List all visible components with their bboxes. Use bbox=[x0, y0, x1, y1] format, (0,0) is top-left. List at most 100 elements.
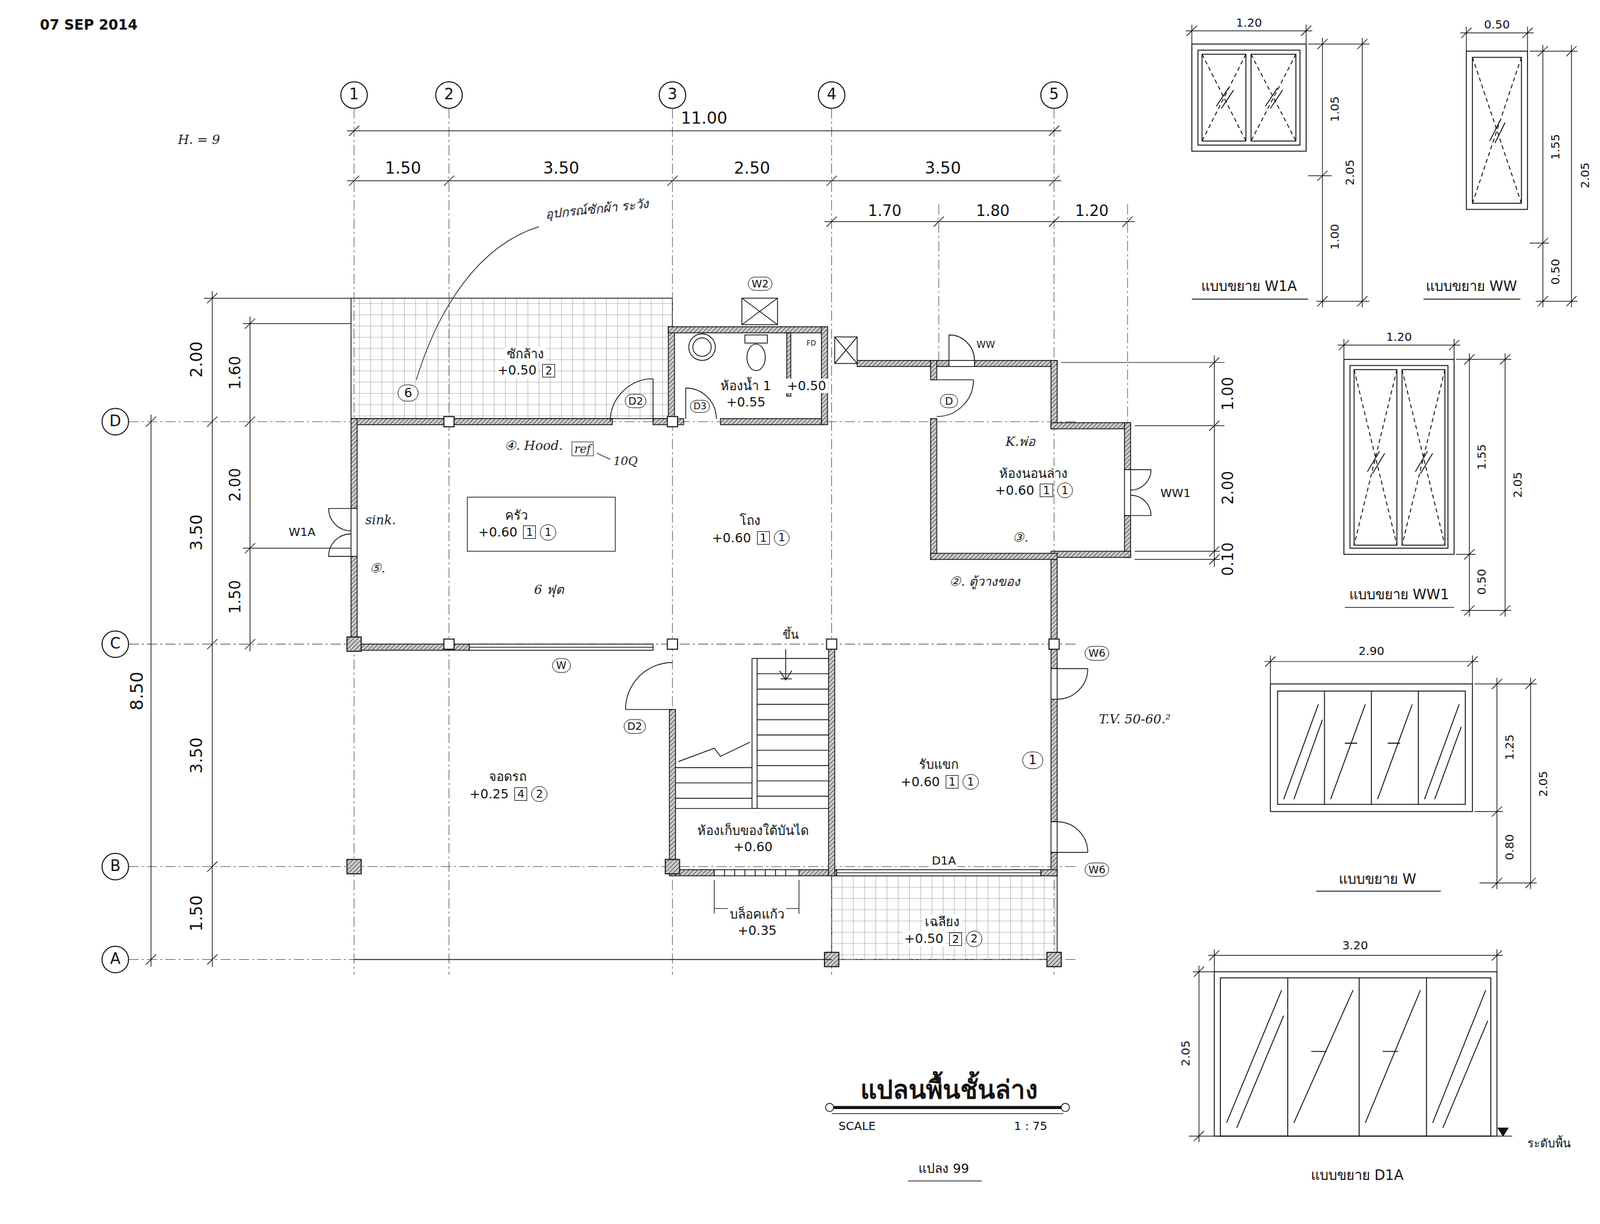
dimension-line bbox=[244, 318, 256, 650]
room-name: บล็อคแก้ว bbox=[728, 906, 787, 922]
dimension-text: 1.05 bbox=[1328, 95, 1342, 124]
window-detail: แบบขยาย WW bbox=[1466, 51, 1528, 209]
tiled-floor bbox=[351, 298, 673, 419]
room-area: ห้องนอนล่าง+0.6011 bbox=[974, 456, 1093, 507]
sketch-mark bbox=[416, 226, 799, 914]
window-elevation bbox=[1202, 53, 1297, 141]
door-swing bbox=[1130, 469, 1151, 516]
callout-tag: D3 bbox=[690, 399, 711, 413]
caption-underline bbox=[831, 1105, 1063, 1109]
finish-code: 1 bbox=[773, 530, 791, 547]
window-elevation bbox=[1216, 87, 1283, 108]
finish-code: 1 bbox=[1057, 482, 1074, 499]
room-area: เฉลียง+0.5022 bbox=[879, 906, 1005, 956]
dimension-line bbox=[1209, 355, 1220, 567]
window-elevation bbox=[1197, 49, 1300, 145]
wall bbox=[828, 643, 835, 876]
callout-tag: W2 bbox=[748, 276, 773, 291]
grid-bubble bbox=[818, 81, 846, 109]
window-elevation bbox=[1191, 44, 1528, 1137]
floor-level: +0.60 bbox=[993, 483, 1036, 498]
window-elevation bbox=[1466, 51, 1528, 209]
finish-code: 1 bbox=[757, 531, 770, 545]
dimension-line bbox=[145, 125, 1225, 967]
detail-dimension bbox=[1193, 965, 1215, 1142]
sanitary-fixture bbox=[692, 337, 712, 357]
dimension-text: W1A bbox=[287, 524, 317, 539]
dimension-text: 1.50 bbox=[383, 159, 423, 178]
column bbox=[347, 859, 362, 874]
tiled-floor bbox=[831, 875, 1057, 960]
window-elevation bbox=[1287, 977, 1427, 1136]
grid-label: B bbox=[109, 857, 122, 875]
stair bbox=[779, 649, 792, 680]
dimension-text: 0.50 bbox=[1475, 567, 1489, 597]
wall bbox=[821, 326, 828, 425]
tiled-floor bbox=[351, 298, 1058, 960]
wall bbox=[930, 553, 1058, 560]
room-name: เฉลียง bbox=[923, 914, 962, 929]
detail-caption: แบบขยาย D1A bbox=[1309, 1167, 1405, 1184]
window-detail: แบบขยาย D1A bbox=[1214, 971, 1498, 1136]
dimension-text: 0.50 bbox=[1548, 257, 1562, 286]
window-elevation bbox=[1270, 683, 1473, 812]
handwritten-note: ③. bbox=[1011, 530, 1030, 546]
dimension-text: 1.70 bbox=[866, 202, 903, 221]
room-level-row: +0.6011 bbox=[993, 482, 1073, 499]
detail-dimension bbox=[1537, 45, 1577, 308]
grid-bubble bbox=[102, 631, 129, 658]
finish-code: 2 bbox=[949, 932, 962, 946]
dimension-text: 2.05 bbox=[1577, 161, 1592, 190]
wall bbox=[668, 326, 675, 425]
room-level-row: +0.6011 bbox=[710, 530, 790, 547]
window-elevation bbox=[1472, 57, 1522, 204]
grid-bubble bbox=[102, 853, 129, 881]
callout-tag: 6 bbox=[397, 384, 419, 402]
finish-code: 4 bbox=[514, 787, 528, 801]
handwritten-note: ⑤. bbox=[368, 560, 387, 576]
detail-caption: แบบขยาย WW bbox=[1424, 278, 1519, 295]
caption-underline bbox=[825, 1103, 834, 1112]
dimension-text: 1.55 bbox=[1475, 442, 1489, 472]
dimension-text: 2.05 bbox=[1343, 158, 1357, 187]
column bbox=[347, 636, 362, 652]
handwritten-note: sink. bbox=[364, 513, 398, 528]
room-level-row: +0.60 bbox=[731, 839, 774, 854]
plan-title: แปลนพื้นชั้นล่าง bbox=[859, 1075, 1039, 1105]
room-area: ซักล้าง+0.502 bbox=[464, 341, 587, 383]
dimension-text: 3.50 bbox=[187, 513, 207, 552]
window-in-wall bbox=[351, 360, 1131, 877]
wall bbox=[856, 360, 934, 367]
room-area: โถง+0.6011 bbox=[704, 507, 796, 551]
dimension-text: 11.00 bbox=[679, 109, 729, 128]
detail-dimension bbox=[1529, 51, 1578, 302]
window-in-wall bbox=[836, 869, 1041, 877]
handwritten-note: 6 ฟุต bbox=[532, 582, 565, 597]
caption-underline bbox=[825, 298, 1521, 1181]
grid-label: D bbox=[108, 412, 123, 431]
dimension-text: WW1 bbox=[1159, 485, 1192, 500]
column bbox=[1049, 639, 1060, 650]
window-in-wall bbox=[469, 646, 654, 648]
callout-tag: W bbox=[552, 658, 571, 673]
room-level-row: +0.6011 bbox=[898, 773, 979, 791]
dimension-text: 3.20 bbox=[1341, 938, 1370, 952]
grid-label: C bbox=[109, 635, 122, 653]
dimension-text: 3.50 bbox=[542, 159, 581, 178]
room-name: รับแขก bbox=[917, 757, 961, 772]
door-swing bbox=[328, 334, 1152, 853]
room-name: ห้องเก็บของใต้บันได bbox=[695, 823, 811, 838]
callout-tag: D bbox=[939, 393, 959, 409]
detail-dimension bbox=[1188, 1135, 1513, 1137]
wall bbox=[675, 869, 715, 877]
handwritten-note: ref bbox=[571, 441, 594, 457]
column bbox=[444, 416, 455, 427]
wall bbox=[1040, 869, 1058, 877]
parking-edge bbox=[354, 959, 832, 960]
floor-level: +0.25 bbox=[467, 786, 511, 802]
wall bbox=[1050, 550, 1131, 558]
parking-edge bbox=[354, 959, 832, 960]
door-swing bbox=[949, 334, 975, 361]
window-in-wall bbox=[949, 360, 975, 367]
window-in-wall bbox=[1124, 469, 1131, 516]
